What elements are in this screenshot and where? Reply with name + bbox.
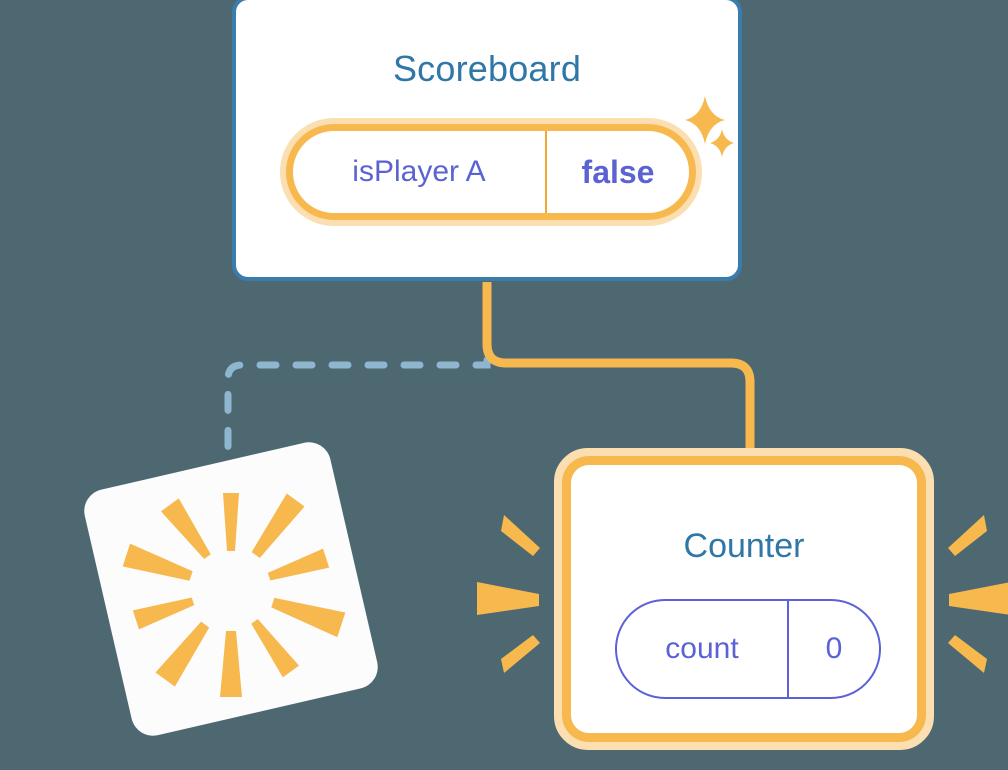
counter-state-pill[interactable]: count 0: [615, 599, 881, 699]
connector-layer: [224, 282, 755, 474]
scoreboard-state-pill-ring: isPlayer A false: [286, 124, 696, 220]
scoreboard-state-pill[interactable]: isPlayer A false: [280, 118, 702, 226]
ray-left-mid: [477, 582, 539, 615]
counter-burst-rays: [477, 515, 1008, 673]
scoreboard-card[interactable]: Scoreboard isPlayer A false: [232, 0, 742, 281]
ray-right-top: [948, 515, 987, 556]
sparkle-small-icon: [710, 129, 734, 157]
counter-state-value: 0: [825, 632, 843, 665]
ghost-card-burst: [122, 493, 346, 697]
sparkle-large-icon: [685, 96, 725, 144]
ghost-card[interactable]: [79, 437, 383, 741]
scoreboard-title: Scoreboard: [392, 48, 582, 89]
ray-right-mid: [949, 582, 1008, 615]
sparkle-layer: [685, 96, 734, 157]
counter-state-key: count: [617, 601, 789, 697]
counter-title: Counter: [683, 527, 805, 565]
scoreboard-state-value: false: [581, 153, 655, 190]
counter-card[interactable]: Counter count 0: [554, 448, 934, 750]
diagram-canvas: Scoreboard isPlayer A false Counter coun…: [79, 0, 1008, 750]
counter-card-ring: Counter count 0: [562, 456, 926, 742]
ray-right-bottom: [948, 635, 987, 673]
connector-solid-scoreboard-to-counter: [482, 282, 755, 460]
ray-left-bottom: [501, 635, 540, 673]
scoreboard-state-key: isPlayer A: [293, 131, 547, 213]
connector-dashed-scoreboard-to-ghost: [224, 284, 491, 474]
ray-left-top: [501, 515, 540, 556]
